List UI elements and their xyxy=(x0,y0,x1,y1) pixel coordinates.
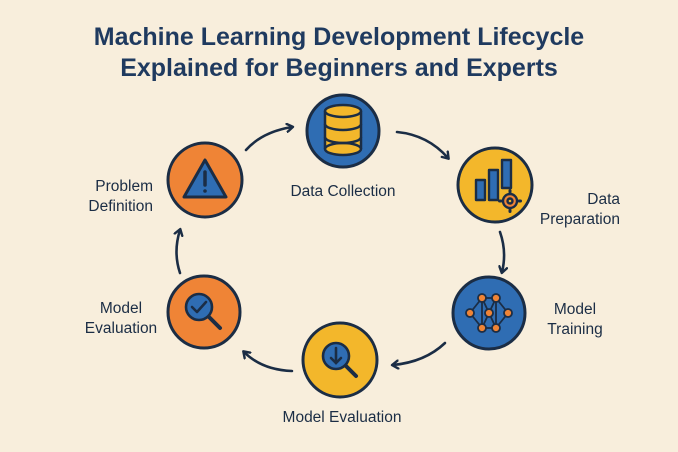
stage-label-line: Model xyxy=(553,301,597,318)
neural-network-icon xyxy=(465,293,513,333)
stage-data-preparation xyxy=(456,146,534,224)
stage-label-model-evaluation-bottom: Model Evaluation xyxy=(262,408,422,428)
arrow-training-to-evaluation xyxy=(393,341,447,365)
stage-problem-definition xyxy=(166,141,244,219)
cycle-arrows xyxy=(177,127,505,373)
stage-label-problem-definition: Problem Definition xyxy=(40,177,153,217)
magnifier-down-arrow-icon xyxy=(321,341,358,378)
stage-label-line: Preparation xyxy=(539,211,620,228)
arrow-preparation-to-training xyxy=(500,230,504,272)
warning-triangle-icon xyxy=(182,158,228,199)
bar-chart-gear-icon xyxy=(474,158,522,213)
stage-label-line: Model Evaluation xyxy=(282,409,402,426)
title-line-1: Machine Learning Development Lifecycle xyxy=(93,23,585,51)
arrow-evaluation-to-model-evaluation xyxy=(244,352,294,373)
stage-model-evaluation-left xyxy=(166,274,242,350)
arrow-collection-to-preparation xyxy=(395,130,448,158)
arrow-problem-to-collection xyxy=(244,127,292,152)
stage-label-model-training: Model Training xyxy=(530,300,620,340)
stage-model-training xyxy=(451,275,527,351)
stage-label-line: Data Collection xyxy=(290,183,396,200)
stage-label-line: Training xyxy=(547,321,603,338)
stage-label-data-preparation: Data Preparation xyxy=(500,190,620,230)
stage-model-evaluation-bottom xyxy=(301,321,379,399)
stage-label-line: Definition xyxy=(88,198,153,215)
stage-data-collection xyxy=(305,93,381,169)
database-icon xyxy=(323,103,363,157)
stage-label-line: Data xyxy=(587,191,620,208)
diagram-title: Machine Learning Development Lifecycle E… xyxy=(0,22,678,84)
stage-label-line: Evaluation xyxy=(84,320,158,337)
stage-label-line: Model xyxy=(99,300,143,317)
stage-label-data-collection: Data Collection xyxy=(283,182,403,202)
stage-label-model-evaluation-left: Model Evaluation xyxy=(66,299,176,339)
title-line-2: Explained for Beginners and Experts xyxy=(120,54,558,82)
arrow-model-evaluation-to-problem xyxy=(177,230,181,275)
magnifier-check-icon xyxy=(184,292,222,330)
stage-label-line: Problem xyxy=(95,178,153,195)
